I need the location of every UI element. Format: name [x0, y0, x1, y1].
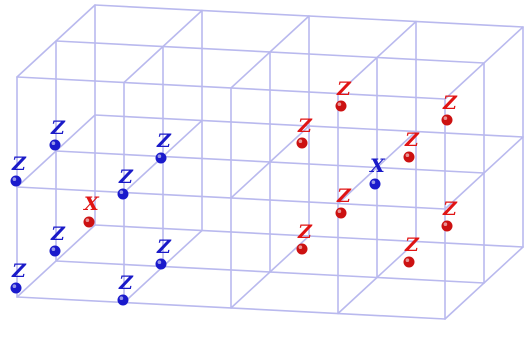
- node-dot: [117, 294, 129, 306]
- node-dot-highlight: [157, 154, 162, 158]
- node-dot: [10, 175, 22, 187]
- right-block-node-2: Z: [441, 92, 458, 126]
- node-dot-highlight: [157, 260, 162, 265]
- left-block-node-4: Z: [117, 166, 134, 200]
- node-label: Z: [336, 78, 352, 100]
- node-dot-highlight: [85, 218, 90, 222]
- node-label: Z: [156, 130, 172, 152]
- node-dot-highlight: [443, 222, 448, 226]
- node-dot: [155, 258, 167, 270]
- node-label: Z: [50, 223, 66, 245]
- node-label: Z: [442, 198, 458, 220]
- node-dot: [10, 282, 22, 294]
- lattice-grid: [16, 4, 524, 320]
- node-dot-highlight: [405, 258, 410, 263]
- node-label: Z: [442, 92, 458, 114]
- node-label: Z: [297, 115, 313, 137]
- node-dot: [296, 137, 308, 149]
- right-block-node-5: X: [369, 155, 386, 190]
- left-block-node-5: X: [83, 193, 100, 228]
- node-label: Z: [156, 236, 172, 258]
- left-block-node-7: Z: [155, 236, 172, 270]
- node-dot: [403, 256, 415, 268]
- node-dot: [335, 207, 347, 219]
- node-dot-highlight: [298, 245, 303, 249]
- node-dot: [49, 245, 61, 257]
- node-dot: [49, 139, 61, 151]
- node-dot-highlight: [405, 153, 410, 157]
- node-dot: [296, 243, 308, 255]
- left-block-node-6: Z: [49, 223, 66, 257]
- node-dot: [369, 178, 381, 190]
- node-label: Z: [118, 272, 134, 294]
- node-dot-highlight: [12, 284, 17, 289]
- right-block-node-4: Z: [403, 129, 420, 163]
- right-block-node-9: Z: [403, 234, 420, 268]
- node-dot-highlight: [337, 209, 342, 213]
- node-dot-highlight: [119, 190, 124, 194]
- right-block-node-3: Z: [296, 115, 313, 149]
- node-dot-highlight: [443, 116, 448, 120]
- node-dot: [441, 220, 453, 232]
- node-label: Z: [118, 166, 134, 188]
- node-dot-highlight: [337, 102, 342, 106]
- left-block-node-8: Z: [10, 260, 27, 294]
- node-dot: [83, 216, 95, 228]
- left-block-node-2: Z: [155, 130, 172, 164]
- node-label: X: [369, 155, 386, 177]
- node-label: Z: [336, 185, 352, 207]
- node-dot-highlight: [119, 296, 124, 301]
- left-block-node-3: Z: [10, 153, 27, 187]
- node-dot-highlight: [298, 139, 303, 143]
- node-dot: [335, 100, 347, 112]
- node-label: Z: [11, 153, 27, 175]
- node-dot: [155, 152, 167, 164]
- node-label: Z: [404, 234, 420, 256]
- node-label: Z: [404, 129, 420, 151]
- right-block-node-8: Z: [296, 221, 313, 255]
- node-label: Z: [50, 117, 66, 139]
- node-dot-highlight: [51, 247, 56, 251]
- node-dot: [403, 151, 415, 163]
- left-block-node-9: Z: [117, 272, 134, 306]
- node-dot-highlight: [51, 141, 56, 145]
- right-block-node-6: Z: [335, 185, 352, 219]
- left-block-node-1: Z: [49, 117, 66, 151]
- node-dot-highlight: [12, 177, 17, 181]
- right-block-node-1: Z: [335, 78, 352, 112]
- node-dot: [441, 114, 453, 126]
- node-label: Z: [297, 221, 313, 243]
- right-block-node-7: Z: [441, 198, 458, 232]
- node-dot-highlight: [371, 180, 376, 184]
- node-label: Z: [11, 260, 27, 282]
- node-label: X: [83, 193, 100, 215]
- node-dot: [117, 188, 129, 200]
